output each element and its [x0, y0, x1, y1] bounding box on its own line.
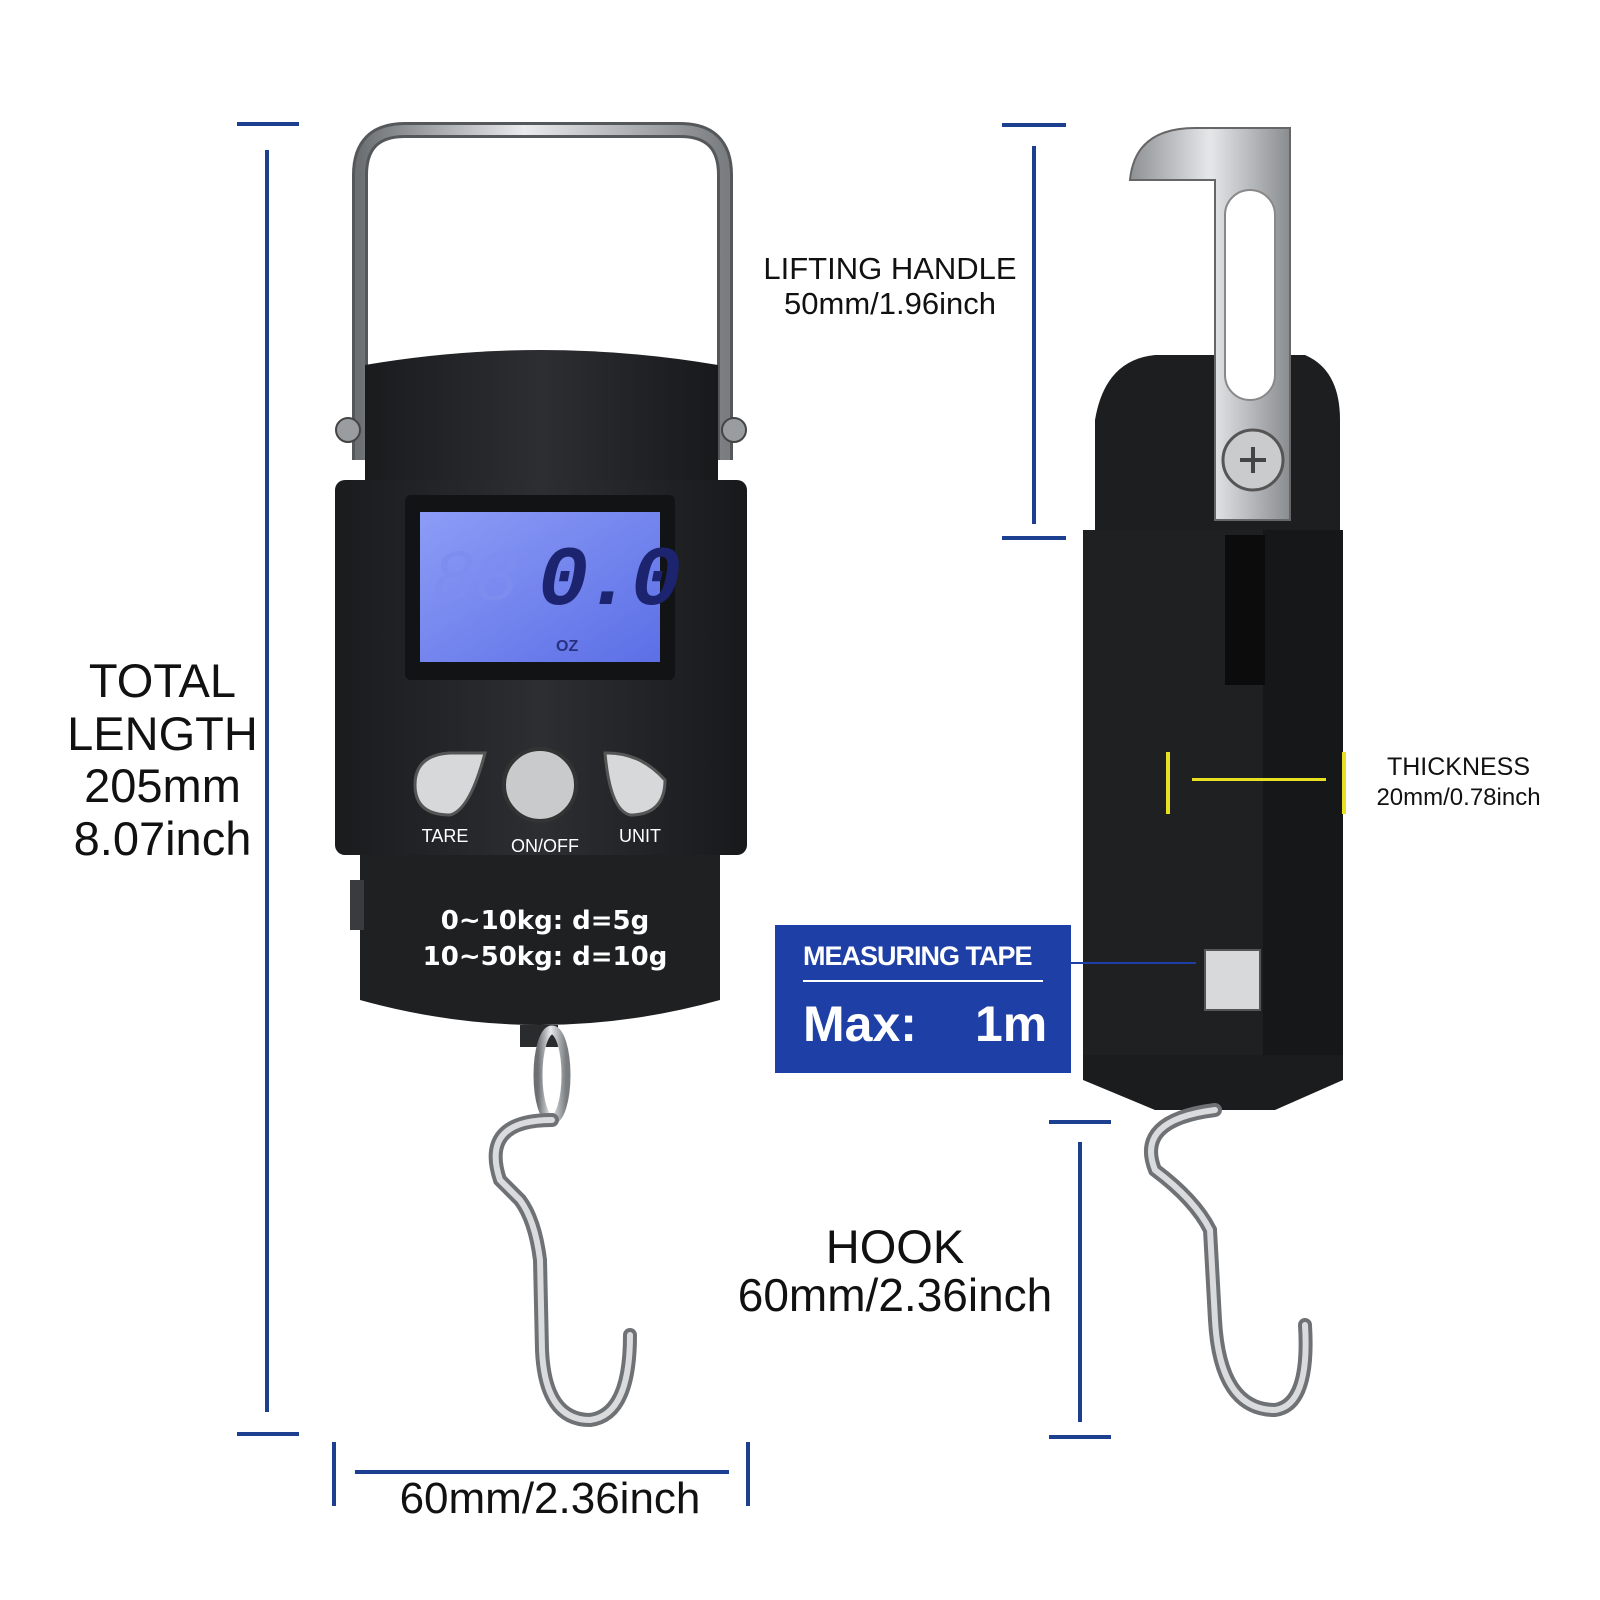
width-horizontal-line	[355, 1470, 729, 1474]
measuring-tape-divider	[803, 980, 1043, 982]
hook-vertical-line	[1078, 1142, 1082, 1422]
tape-lever	[350, 880, 364, 930]
total-length-label: TOTAL LENGTH 205mm 8.07inch	[40, 654, 285, 866]
hook-top-tick	[1049, 1120, 1111, 1124]
width-left-tick	[332, 1442, 336, 1506]
width-label: 60mm/2.36inch	[399, 1474, 701, 1523]
thickness-value: 20mm/0.78inch	[1376, 784, 1541, 812]
scale-hook	[488, 1113, 637, 1428]
hook-label: HOOK 60mm/2.36inch	[710, 1222, 1080, 1320]
total-length-metric: 205mm	[84, 759, 241, 813]
thickness-line	[1192, 778, 1326, 781]
lcd-reading: 0.0	[538, 535, 681, 630]
power-button-label[interactable]: ON/OFF	[511, 836, 579, 856]
lifting-handle-title: LIFTING HANDLE	[763, 251, 1017, 286]
width-right-tick	[746, 1442, 750, 1506]
measuring-tape-box: MEASURING TAPE Max: 1m	[775, 925, 1071, 1073]
measuring-tape-max-value: 1m	[975, 996, 1048, 1052]
lifting-handle-value: 50mm/1.96inch	[784, 285, 996, 321]
power-button-shape	[502, 747, 578, 823]
scale-side-view	[1083, 127, 1343, 1418]
lcd-screen	[420, 512, 660, 662]
side-hook	[1144, 1103, 1313, 1418]
total-length-line2: LENGTH	[67, 706, 258, 760]
total-length-bottom-tick	[237, 1432, 299, 1436]
hook-bottom-tick	[1049, 1435, 1111, 1439]
hook-title: HOOK	[825, 1220, 965, 1273]
tape-slot	[1204, 949, 1261, 1011]
measuring-tape-pointer	[1071, 962, 1196, 964]
tare-button-label[interactable]: TARE	[421, 826, 469, 846]
lifting-handle-label: LIFTING HANDLE 50mm/1.96inch	[740, 251, 1040, 321]
thickness-title: THICKNESS	[1386, 753, 1531, 781]
handle-bottom-tick	[1002, 536, 1066, 540]
hook-value: 60mm/2.36inch	[737, 1269, 1053, 1322]
lcd-ghost-digits: 88	[432, 540, 519, 622]
thickness-label: THICKNESS 20mm/0.78inch	[1356, 752, 1561, 813]
unit-button-shape	[603, 751, 667, 817]
thickness-right-marker	[1342, 752, 1346, 814]
scale-front-view	[335, 122, 747, 1428]
lcd-unit: OZ	[556, 638, 579, 655]
scale-lower-body	[360, 855, 720, 1025]
handle-top-tick	[1002, 123, 1066, 127]
spec-line-1: 0~10kg: d=5g	[440, 906, 650, 936]
handle-pivot-right	[721, 417, 747, 443]
thickness-left-marker	[1166, 752, 1170, 814]
total-length-top-tick	[237, 122, 299, 126]
measuring-tape-max-label: Max:	[803, 996, 917, 1052]
handle-vertical-line	[1032, 146, 1036, 524]
total-length-line1: TOTAL	[88, 654, 237, 707]
spec-line-2: 10~50kg: d=10g	[422, 942, 668, 972]
total-length-imperial: 8.07inch	[73, 811, 252, 865]
tare-button-shape	[413, 751, 487, 817]
scale-upper-body	[365, 350, 718, 490]
unit-button-label[interactable]: UNIT	[619, 826, 661, 846]
total-length-vertical-line	[265, 150, 269, 1412]
handle-pivot-left	[335, 417, 361, 443]
measuring-tape-title: MEASURING TAPE	[803, 941, 1033, 971]
